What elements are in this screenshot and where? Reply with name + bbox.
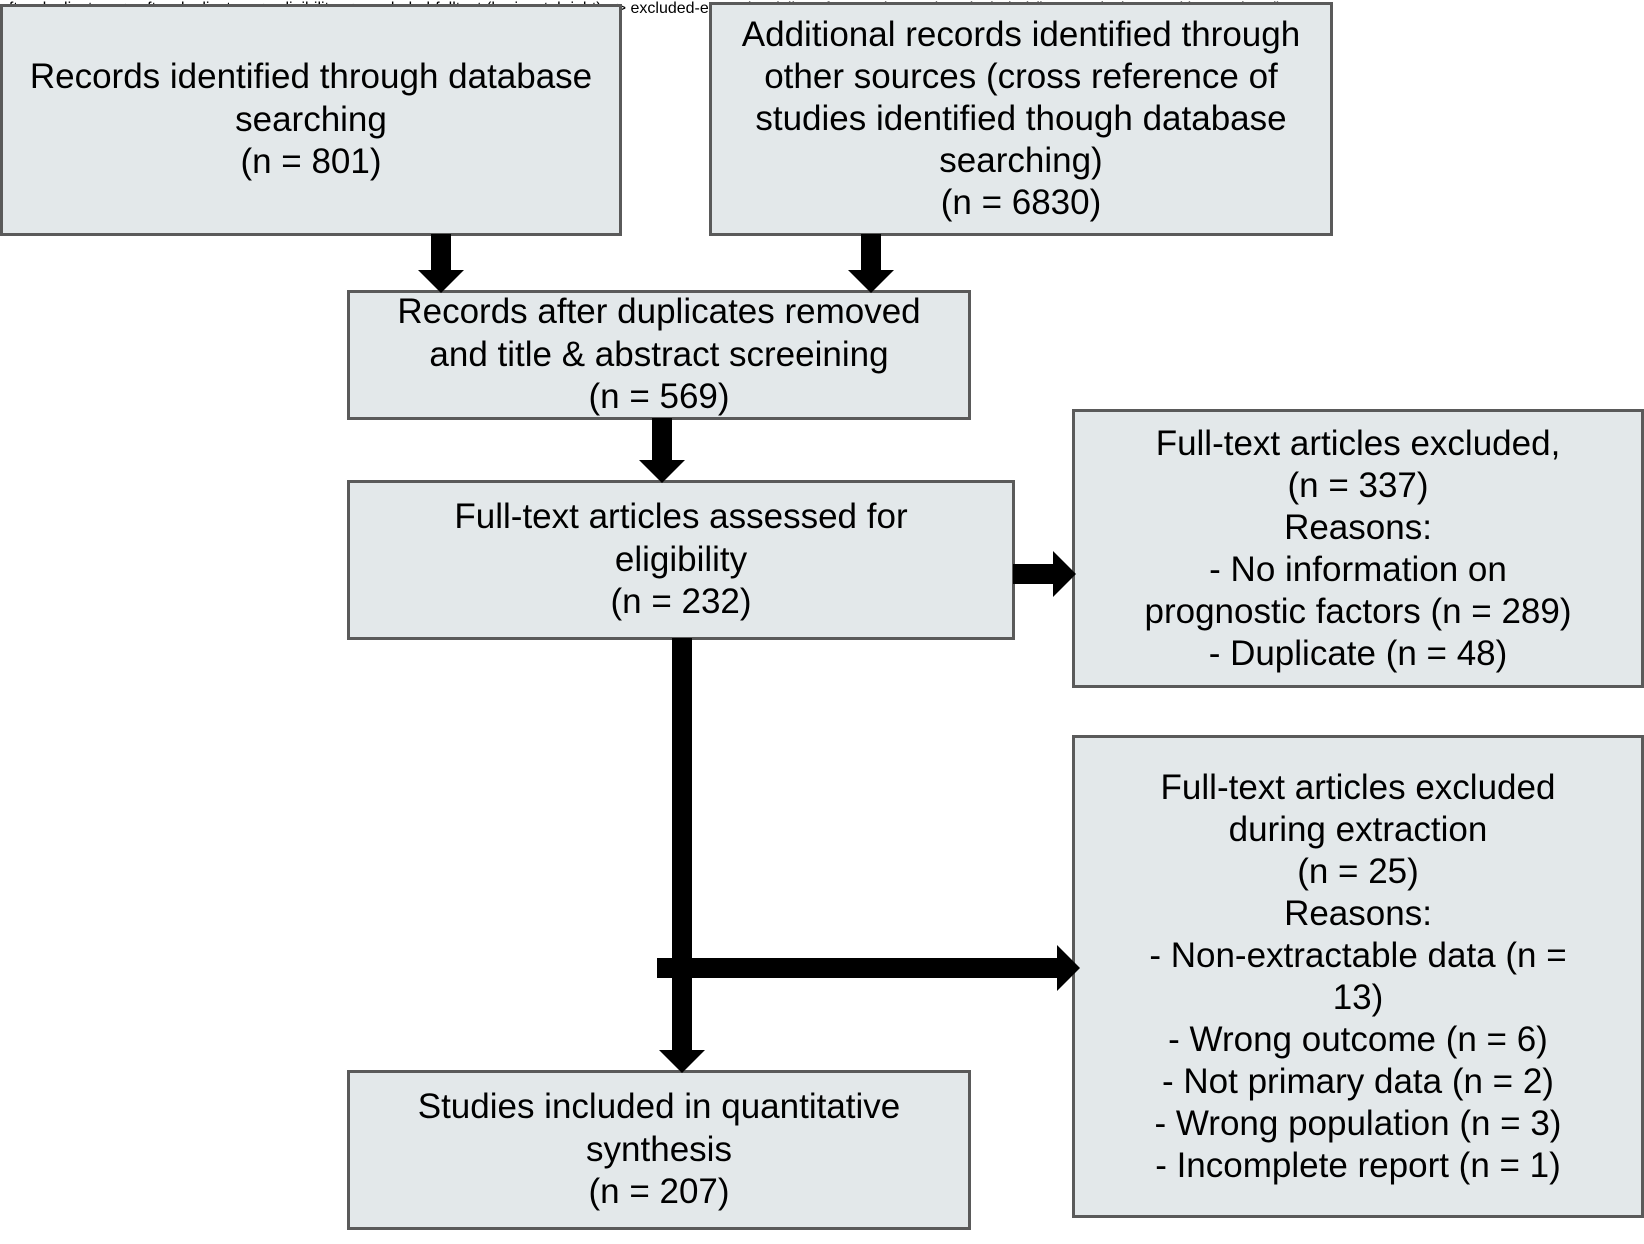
node-full-text-articles-excluded-during-extraction: Full-text articles excluded during extra… [1072,735,1644,1218]
node-records-identified-database-searching: Records identified through database sear… [0,4,622,236]
node-text-other-sources: Additional records identified through ot… [741,15,1301,222]
node-additional-records-other-sources: Additional records identified through ot… [709,2,1333,236]
arrow-eligibility-to-included [657,638,707,1074]
arrow-db-search-to-after-duplicates [416,234,466,294]
node-text-db-search: Records identified through database sear… [29,56,593,182]
node-text-after-duplicates: Records after duplicates removed and tit… [397,291,921,417]
node-text-excluded-fulltext: Full-text articles excluded, (n = 337) R… [1144,423,1572,673]
node-records-after-duplicates-removed: Records after duplicates removed and tit… [347,290,971,420]
node-text-excluded-extraction: Full-text articles excluded during extra… [1149,767,1567,1185]
arrow-after-duplicates-to-eligibility [637,418,687,484]
node-studies-included-quantitative-synthesis: Studies included in quantitative synthes… [347,1070,971,1230]
arrow-eligibility-to-excluded-extraction [657,945,1081,1000]
node-full-text-articles-excluded: Full-text articles excluded, (n = 337) R… [1072,409,1644,688]
node-text-eligibility: Full-text articles assessed for eligibil… [454,496,908,622]
node-text-included: Studies included in quantitative synthes… [417,1086,901,1212]
arrow-other-sources-to-after-duplicates [846,234,896,294]
node-full-text-articles-assessed-eligibility: Full-text articles assessed for eligibil… [347,480,1015,640]
arrow-eligibility-to-excluded-fulltext [1013,548,1077,600]
